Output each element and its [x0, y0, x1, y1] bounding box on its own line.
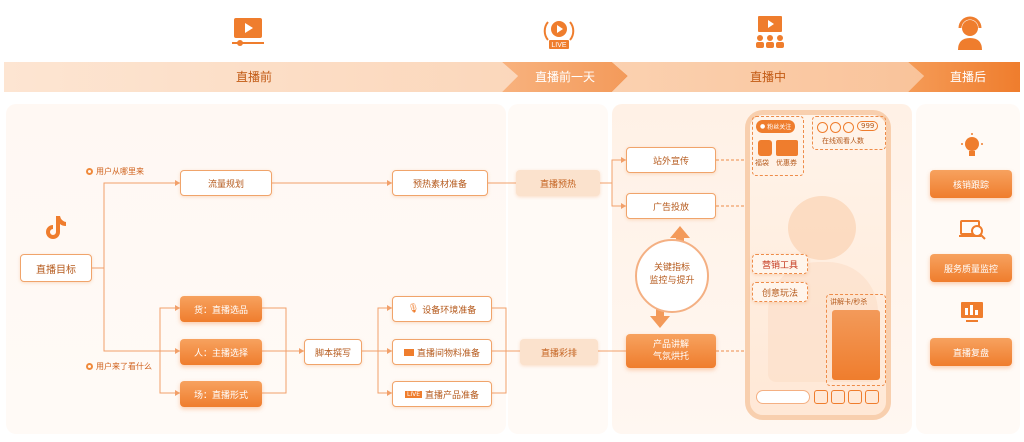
- marketing-tools: 营销工具: [752, 254, 808, 274]
- explain-card-box: [826, 294, 886, 386]
- microphone-icon: 🎙: [407, 304, 420, 314]
- node-traffic-plan: 流量规划: [180, 170, 272, 196]
- node-format: 场：直播形式: [180, 381, 262, 407]
- node-device-prep: 🎙设备环境准备: [392, 296, 492, 322]
- phone-toolbar: [814, 390, 879, 404]
- avatar-icon: [817, 122, 828, 133]
- product-card: [832, 310, 880, 380]
- tiktok-icon: [40, 212, 70, 242]
- phase-before-label: 直播前: [235, 69, 272, 84]
- lightbulb-icon: [958, 132, 986, 160]
- panel-day-before: [508, 104, 608, 434]
- creative-play: 创意玩法: [752, 282, 808, 302]
- coupon-icon: [776, 140, 798, 156]
- node-preheat: 直播预热: [516, 170, 600, 196]
- viewer-count: 999: [857, 121, 879, 131]
- laptop-search-icon: [958, 216, 986, 244]
- video-icon: [228, 12, 268, 52]
- heart-icon: ●: [760, 123, 766, 130]
- live-badge-icon: LIVE: [404, 390, 422, 398]
- headset-icon: [950, 12, 990, 52]
- phase-live-label: 直播中: [749, 69, 786, 84]
- cart-icon[interactable]: [814, 390, 828, 404]
- node-goods: 货：直播选品: [180, 296, 262, 322]
- follow-button[interactable]: ●粉丝关注: [756, 120, 796, 133]
- gift-icon[interactable]: [848, 390, 862, 404]
- node-offsite-promo: 站外宣传: [626, 147, 716, 173]
- phone-viewer-box: [812, 116, 886, 150]
- node-service-quality: 服务质量监控: [930, 254, 1012, 282]
- coupon-label: 优惠券: [776, 159, 797, 167]
- explain-card-label: 讲解卡/秒杀: [830, 298, 868, 306]
- node-host: 人：主播选择: [180, 339, 262, 365]
- node-warmup-material: 预热素材准备: [392, 170, 488, 196]
- question-bottom: 用户来了看什么: [86, 361, 152, 372]
- lucky-bag-icon: [758, 140, 772, 156]
- heart-icon[interactable]: [831, 390, 845, 404]
- live-icon: LIVE: [539, 12, 579, 52]
- node-product-explain: 产品讲解 气氛烘托: [626, 334, 716, 368]
- dashboard-icon: [958, 298, 986, 326]
- node-live-review: 直播复盘: [930, 338, 1012, 366]
- phase-day-before-label: 直播前一天: [534, 69, 595, 84]
- phone-left-widgets: [752, 116, 804, 176]
- question-top: 用户从哪里来: [86, 166, 144, 177]
- comment-input[interactable]: [756, 390, 810, 404]
- radio-dot-icon: [86, 363, 93, 370]
- node-rehearsal: 直播彩排: [520, 339, 598, 365]
- phase-arrow-bar: [4, 62, 1020, 92]
- node-material-prep: 直播间物料准备: [392, 339, 492, 365]
- screen-icon: [403, 348, 414, 356]
- lucky-bag-label: 福袋: [755, 159, 769, 167]
- radio-dot-icon: [86, 168, 93, 175]
- phase-after-label: 直播后: [949, 69, 986, 84]
- node-script: 脚本撰写: [304, 339, 362, 365]
- host-avatar-silhouette: [788, 196, 856, 260]
- node-verify-track: 核销跟踪: [930, 170, 1012, 198]
- presentation-icon: [750, 12, 790, 52]
- svg-text:LIVE: LIVE: [551, 42, 567, 49]
- node-live-goal: 直播目标: [20, 254, 92, 282]
- node-ad-placement: 广告投放: [626, 193, 716, 219]
- avatar-icon: [843, 122, 854, 133]
- share-icon[interactable]: [865, 390, 879, 404]
- avatar-icon: [830, 122, 841, 133]
- core-metric-text: 关键指标 监控与提升: [649, 263, 695, 286]
- viewers-label: 在线观看人数: [822, 137, 864, 145]
- viewer-avatars: [817, 122, 854, 133]
